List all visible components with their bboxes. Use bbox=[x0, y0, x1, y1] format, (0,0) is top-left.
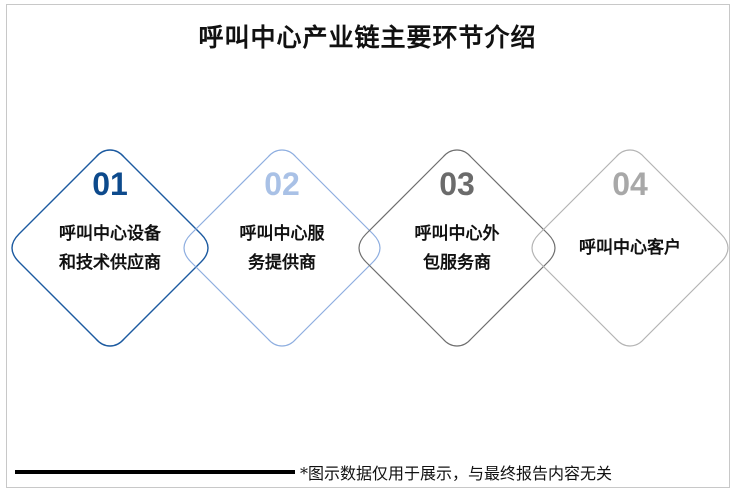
node-number: 04 bbox=[612, 166, 648, 202]
node-number: 02 bbox=[264, 166, 300, 202]
chain-node-1: 01 呼叫中心设备 和技术供应商 bbox=[10, 148, 210, 348]
diamond-outline-icon bbox=[183, 149, 381, 347]
node-number: 03 bbox=[439, 166, 475, 202]
node-label-line1: 呼叫中心外 bbox=[414, 224, 500, 244]
diagram-title: 呼叫中心产业链主要环节介绍 bbox=[198, 23, 537, 52]
chain-node-3: 03 呼叫中心外 包服务商 bbox=[357, 148, 557, 348]
node-label-line2: 和技术供应商 bbox=[59, 253, 161, 273]
node-label-line1: 呼叫中心客户 bbox=[579, 238, 681, 258]
diamond-outline-icon bbox=[358, 149, 556, 347]
footer-disclaimer: *图示数据仅用于展示，与最终报告内容无关 bbox=[300, 464, 613, 483]
diamond-outline-icon bbox=[531, 149, 729, 347]
node-label-line2: 务提供商 bbox=[248, 253, 316, 273]
node-label-line2: 包服务商 bbox=[423, 253, 491, 273]
chain-node-4: 04 呼叫中心客户 bbox=[530, 148, 730, 348]
chain-node-2: 02 呼叫中心服 务提供商 bbox=[182, 148, 382, 348]
footer-divider bbox=[15, 470, 295, 474]
diagram-frame bbox=[6, 4, 730, 488]
node-label-line1: 呼叫中心服 bbox=[239, 224, 325, 244]
diamond-outline-icon bbox=[11, 149, 209, 347]
node-number: 01 bbox=[92, 166, 128, 202]
node-label-line1: 呼叫中心设备 bbox=[59, 224, 161, 244]
